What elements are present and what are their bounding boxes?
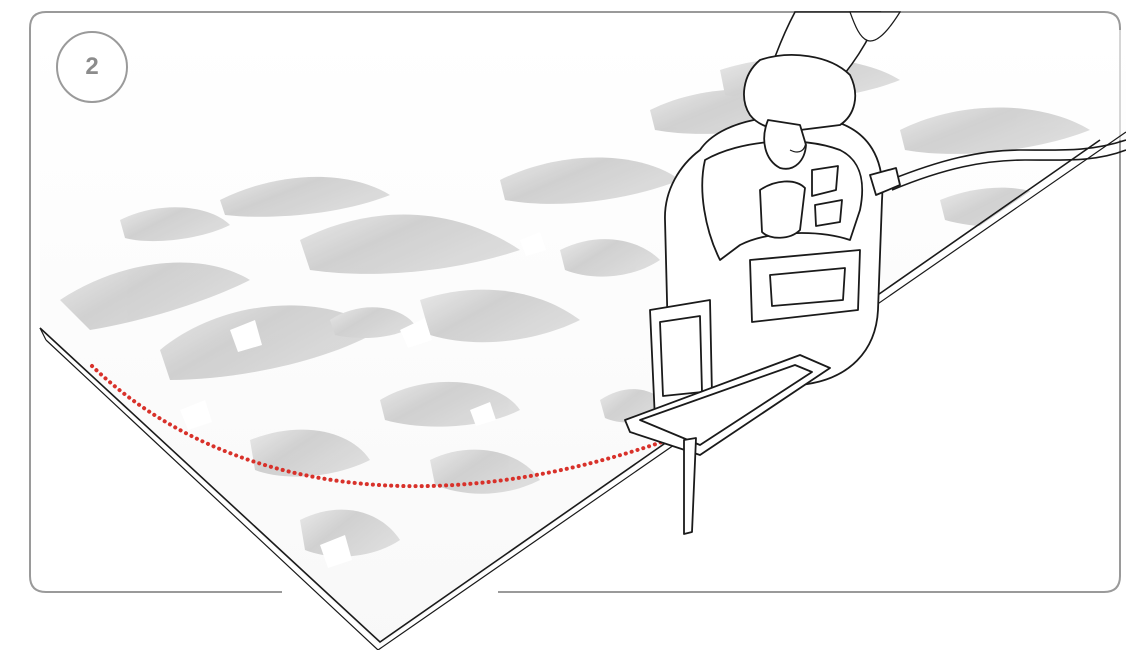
step-number: 2 — [85, 55, 98, 79]
step-badge: 2 — [56, 31, 128, 103]
